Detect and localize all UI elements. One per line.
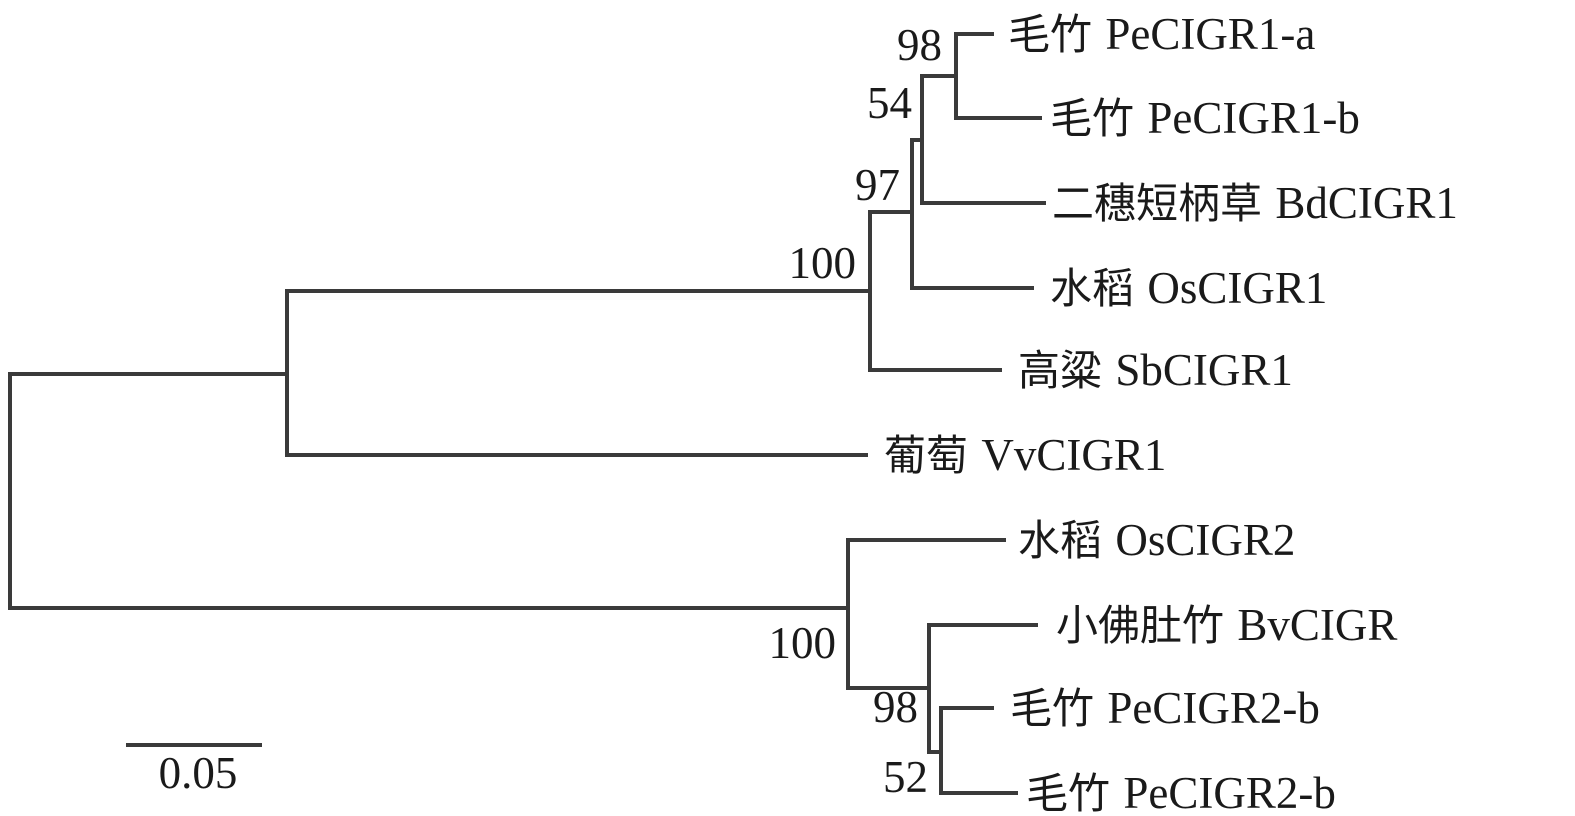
- gene-name: BdCIGR1: [1275, 178, 1458, 228]
- species-name: 葡萄: [884, 431, 981, 480]
- scale-bar-label: 0.05: [159, 748, 238, 798]
- leaf-label: 高粱 SbCIGR1: [1018, 345, 1293, 395]
- leaf-label: 葡萄 VvCIGR1: [884, 430, 1166, 480]
- leaf-label: 毛竹 PeCIGR2-b: [1010, 683, 1320, 733]
- bootstrap-value: 54: [867, 78, 912, 128]
- species-name: 毛竹: [1026, 769, 1123, 816]
- gene-name: OsCIGR2: [1115, 515, 1295, 565]
- leaf-label: 二穗短柄草 BdCIGR1: [1052, 178, 1458, 228]
- bootstrap-value: 100: [769, 618, 837, 668]
- bootstrap-value: 98: [873, 682, 918, 732]
- leaf-label: 毛竹 PeCIGR2-b: [1026, 768, 1336, 816]
- species-name: 毛竹: [1050, 94, 1147, 143]
- gene-name: SbCIGR1: [1115, 345, 1293, 395]
- bootstrap-value: 98: [897, 20, 942, 70]
- gene-name: PeCIGR2-b: [1107, 683, 1320, 733]
- gene-name: BvCIGR: [1237, 600, 1397, 650]
- gene-name: PeCIGR1-a: [1105, 9, 1315, 59]
- species-name: 水稻: [1050, 264, 1147, 313]
- bootstrap-value: 100: [789, 238, 857, 288]
- bootstrap-value: 52: [883, 752, 928, 802]
- species-name: 水稻: [1018, 516, 1115, 565]
- species-name: 小佛肚竹: [1056, 601, 1237, 650]
- leaf-label: 小佛肚竹 BvCIGR: [1056, 600, 1397, 650]
- gene-name: OsCIGR1: [1147, 263, 1327, 313]
- gene-name: PeCIGR1-b: [1147, 93, 1360, 143]
- leaf-label: 水稻 OsCIGR1: [1050, 263, 1327, 313]
- bootstrap-value: 97: [855, 160, 900, 210]
- species-name: 毛竹: [1010, 684, 1107, 733]
- species-name: 高粱: [1018, 346, 1115, 395]
- species-name: 毛竹: [1008, 10, 1105, 59]
- leaf-label: 水稻 OsCIGR2: [1018, 515, 1295, 565]
- gene-name: VvCIGR1: [981, 430, 1166, 480]
- leaf-label: 毛竹 PeCIGR1-b: [1050, 93, 1360, 143]
- gene-name: PeCIGR2-b: [1123, 768, 1336, 816]
- leaf-label: 毛竹 PeCIGR1-a: [1008, 9, 1315, 59]
- species-name: 二穗短柄草: [1052, 179, 1275, 228]
